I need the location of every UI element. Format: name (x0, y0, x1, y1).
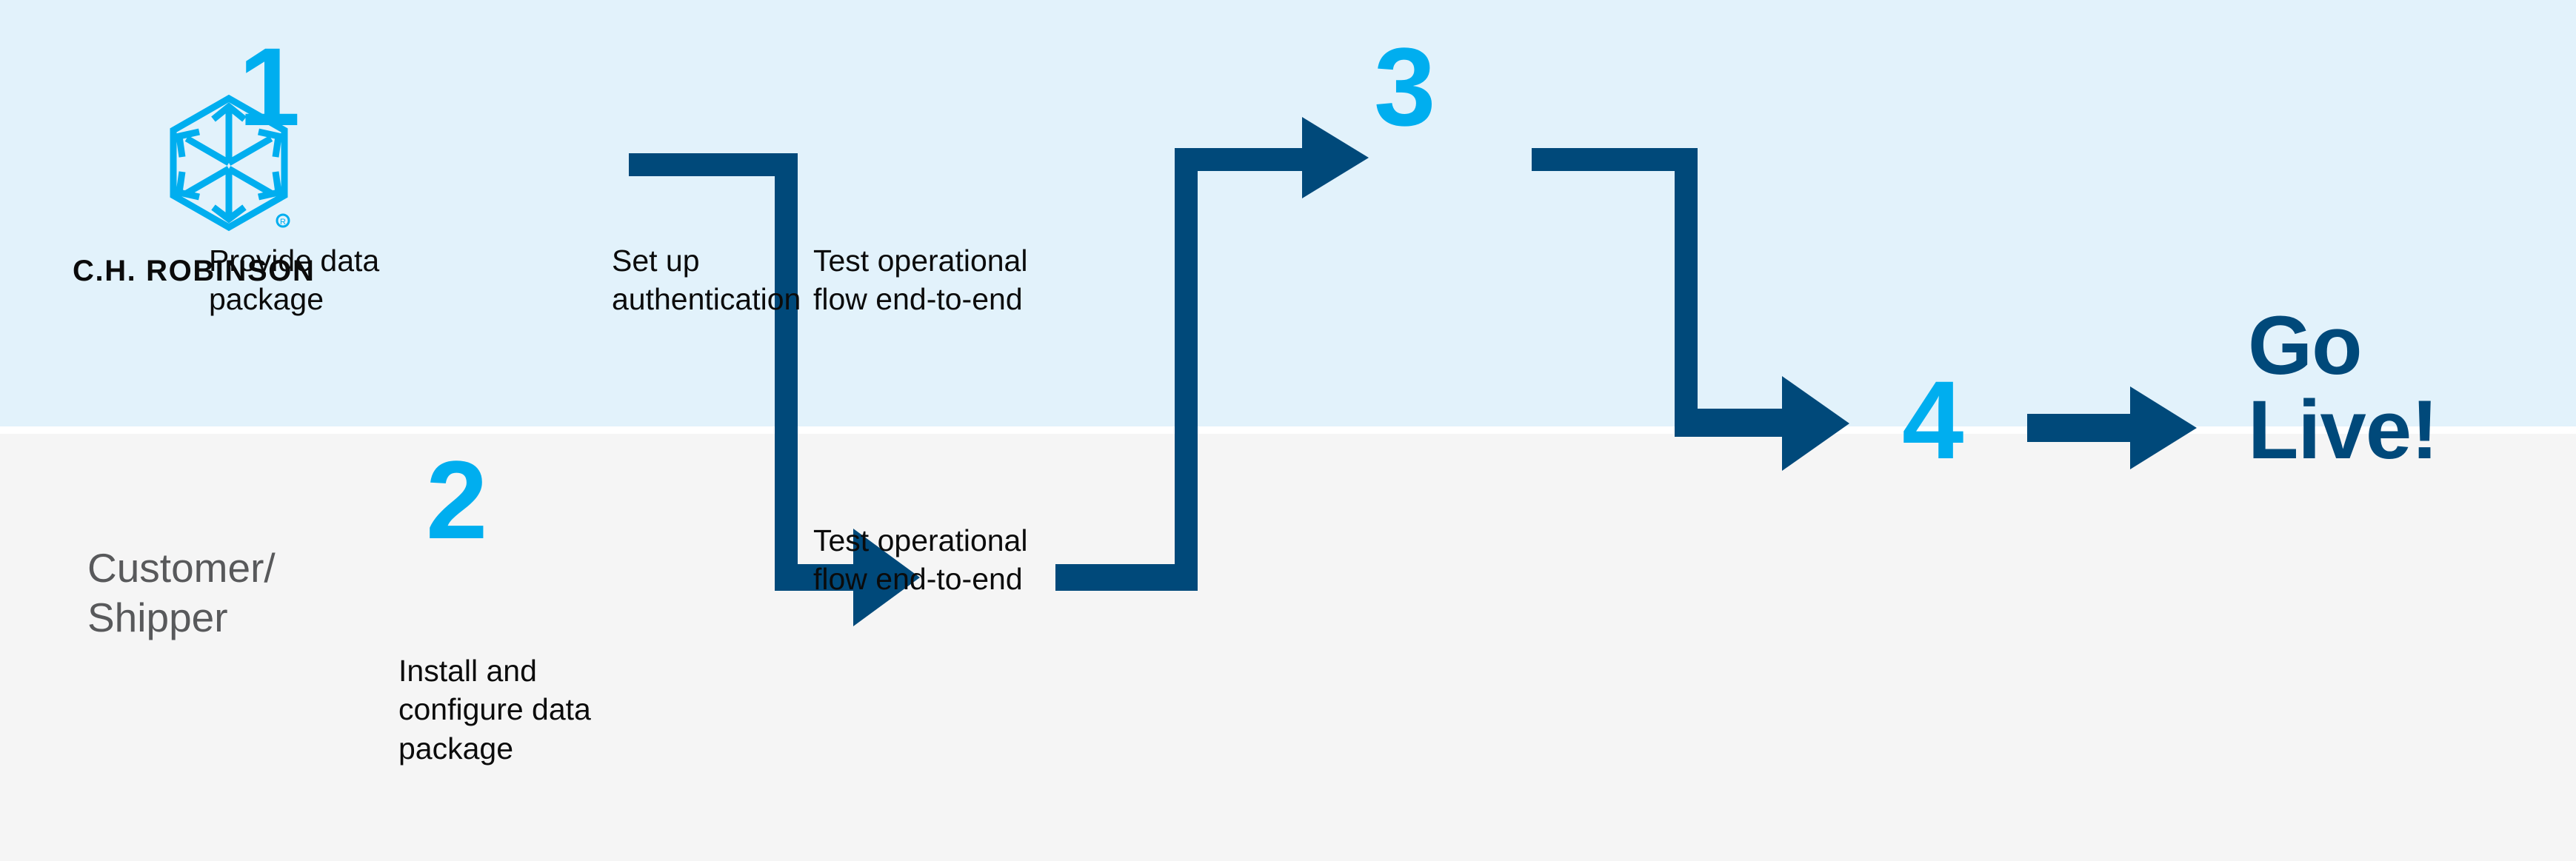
step-caption-1-line2: package (209, 282, 324, 317)
step-caption-4-line2: flow end-to-end (813, 562, 1023, 597)
step-caption-top-line1: Test operational (813, 244, 1028, 278)
swimlane-band-customer (0, 434, 2576, 861)
step-caption-top-line2: flow end-to-end (813, 282, 1023, 317)
swimlane-label-customer: Customer/ Shipper (87, 543, 406, 643)
swimlane-label-line1: Customer/ (87, 545, 276, 591)
step-caption-1-line1: Provide data (209, 244, 380, 278)
step-caption-2: Install and configure data package (398, 651, 643, 768)
step-number-3: 3 (1374, 24, 1436, 149)
swimlane-band-chrobinson (0, 0, 2576, 426)
step-caption-1: Provide data package (209, 241, 453, 319)
go-live-line2: Live! (2248, 383, 2438, 477)
svg-text:R: R (280, 218, 286, 227)
swimlane-label-line2: Shipper (87, 594, 228, 641)
step-caption-4: Test operational flow end-to-end (813, 521, 1110, 599)
step-caption-2-line3: package (398, 731, 514, 765)
go-live-callout: Go Live! (2248, 299, 2559, 477)
step-caption-3-line2: authentication (612, 282, 801, 317)
step-caption-2-line2: configure data (398, 692, 591, 727)
go-live-line1: Go (2248, 299, 2363, 392)
step-number-4: 4 (1902, 358, 1964, 482)
step-caption-3: Set up authentication (612, 241, 893, 319)
ch-robinson-wordmark: C.H. ROBINSON (73, 255, 316, 287)
step-number-1: 1 (238, 24, 301, 149)
ch-robinson-logo-icon: R (166, 95, 292, 243)
step-caption-2-line1: Install and (398, 654, 537, 688)
step-caption-3-line1: Set up (612, 244, 700, 278)
step-number-2: 2 (426, 438, 488, 562)
step-caption-4-line1: Test operational (813, 523, 1028, 557)
step-caption-top-test-flow: Test operational flow end-to-end (813, 241, 1110, 319)
